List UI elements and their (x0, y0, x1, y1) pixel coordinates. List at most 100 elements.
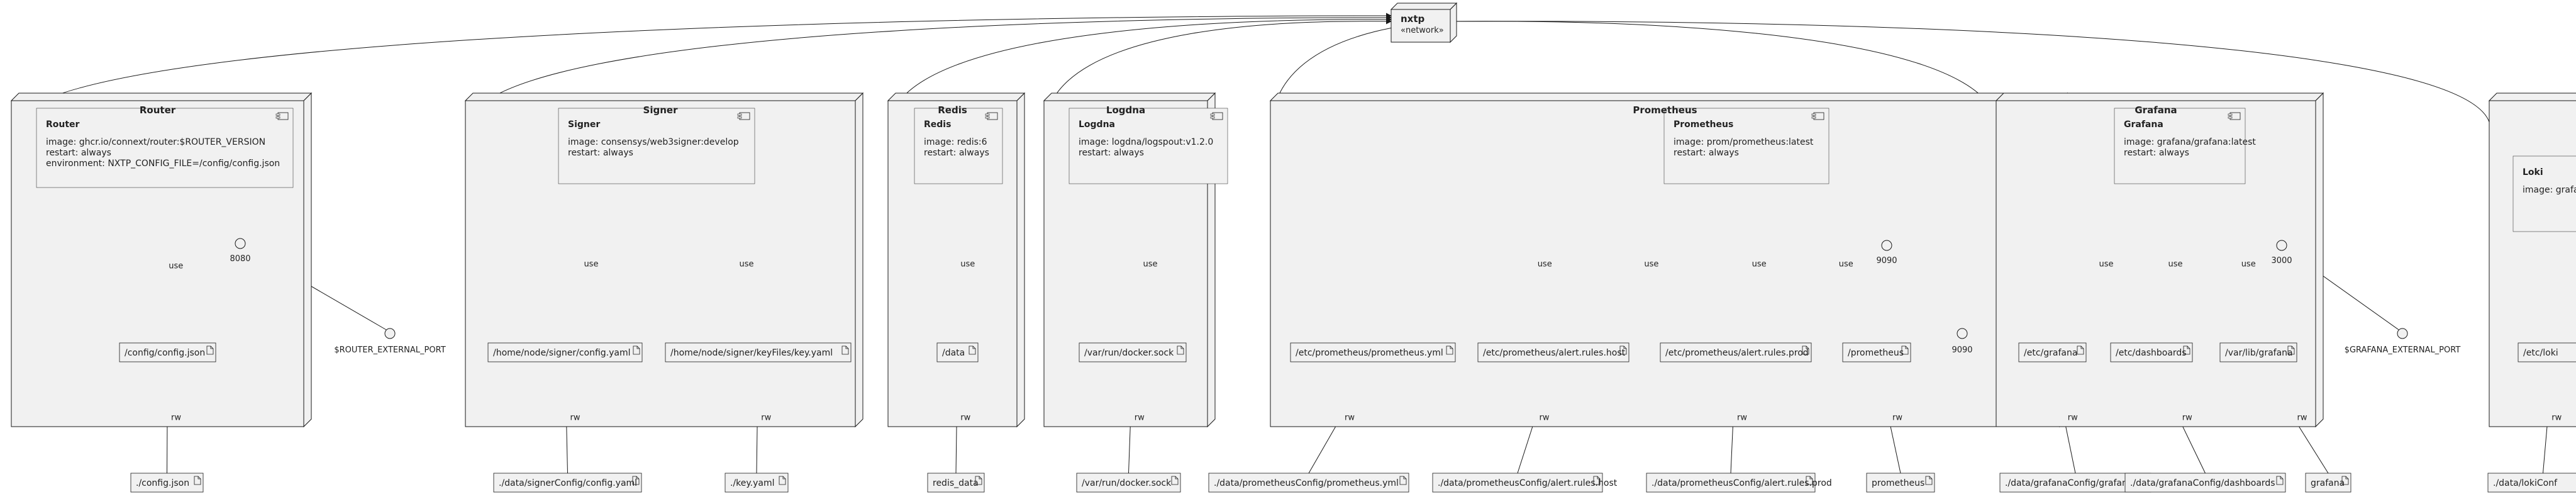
container-volume-box (2518, 342, 2576, 362)
container-volume: /var/run/docker.sock (1079, 342, 1187, 362)
container-volume-label: /prometheus (1848, 348, 1904, 358)
rw-label: rw (2551, 413, 2562, 423)
node-redis-side (1016, 92, 1025, 428)
host-volume-box (1646, 473, 1816, 493)
component-icon-pin (275, 113, 280, 116)
external-port-label: $GRAFANA_EXTERNAL_PORT (2345, 345, 2461, 355)
use-label: use (740, 260, 754, 269)
artifact-icon (1177, 345, 1184, 355)
component-line: restart: always (46, 148, 111, 158)
component-line: restart: always (1674, 148, 1739, 158)
use-label: use (1752, 260, 1767, 269)
container-volume-box (1290, 342, 1456, 362)
artifact-icon (2276, 476, 2284, 485)
component-box (914, 108, 1003, 184)
artifact-icon (1901, 345, 1909, 355)
rw-label: rw (2182, 413, 2192, 423)
container-volume-box (1660, 342, 1812, 362)
external-port-interface (384, 328, 396, 339)
component-icon-pin (275, 116, 280, 119)
host-volume: redis_data (927, 473, 985, 493)
rw-label: rw (2297, 413, 2307, 423)
host-volume-box (1208, 473, 1409, 493)
component-icon-pin (2228, 113, 2233, 116)
component-icon (277, 112, 289, 120)
network-stereotype: «network» (1401, 26, 1444, 35)
network-link (1450, 18, 2491, 130)
container-volume: /prometheus (1842, 342, 1911, 362)
container-volume-label: /var/run/docker.sock (1084, 348, 1174, 358)
node-lo (2488, 93, 2576, 427)
port-interface (2276, 240, 2287, 251)
component-icon-pin (1811, 113, 1816, 116)
node-router-top (10, 93, 313, 101)
container-volume-box (1842, 342, 1911, 362)
component-icon (2229, 112, 2241, 120)
use-label: use (2099, 260, 2114, 269)
component-name: Router (46, 120, 80, 130)
host-volume: ./data/prometheusConfig/alert.rules.prod (1646, 473, 1832, 493)
container-volume-label: /etc/loki (2523, 348, 2558, 358)
component-box (1663, 108, 1829, 184)
component-line: image: prom/prometheus:latest (1674, 137, 1814, 147)
artifact-icon (2077, 345, 2084, 355)
component-line: restart: always (924, 148, 989, 158)
component-icon-pin (985, 113, 990, 116)
component-line: image: logdna/logspout:v1.2.0 (1079, 137, 1213, 147)
container-volume-label: /etc/prometheus/alert.rules.prod (1665, 348, 1809, 358)
container-volume-label: /etc/prometheus/alert.rules.host (1483, 348, 1626, 358)
rw-label: rw (761, 413, 771, 423)
node-title: Logdna (1106, 104, 1145, 116)
container-volume-label: /etc/grafana (2024, 348, 2077, 358)
component-line: restart: always (1079, 148, 1144, 158)
artifact-icon (1446, 345, 1453, 355)
port-label: 3000 (2271, 256, 2292, 266)
node-title: Signer (643, 104, 679, 116)
container-volume-label: /home/node/signer/config.yaml (493, 348, 631, 358)
component-box (2114, 108, 2246, 184)
node-router-side (303, 92, 312, 428)
container-volume-label: /data (942, 348, 965, 358)
container-volume: /var/lib/grafana (2219, 342, 2297, 362)
component-box (558, 108, 755, 184)
component-icon (1212, 112, 1223, 120)
node-redis-top (887, 93, 1026, 101)
rw-label: rw (1135, 413, 1145, 423)
host-volume-label: redis_data (933, 478, 979, 488)
container-volume-label: /home/node/signer/keyFiles/key.yaml (670, 348, 833, 358)
port-interface (1881, 240, 1892, 251)
artifact-icon (1593, 476, 1601, 485)
host-volume: ./data/lokiConf (2487, 473, 2576, 493)
artifact-icon (969, 345, 976, 355)
host-volume-label: ./data/prometheusConfig/prometheus.yml (1214, 478, 1399, 488)
component-box (2512, 155, 2576, 232)
component-name: Grafana (2124, 120, 2163, 130)
container-volume: /etc/loki (2518, 342, 2576, 362)
host-volume-label: ./data/lokiConf (2493, 478, 2558, 488)
node-title: Prometheus (1633, 104, 1697, 116)
component-icon-pin (737, 116, 742, 119)
container-volume: /home/node/signer/config.yaml (487, 342, 643, 362)
host-volume: prometheus (1866, 473, 1935, 493)
node-lo-face (2489, 100, 2576, 427)
component-icon-pin (1811, 116, 1816, 119)
container-volume-label: /var/lib/grafana (2225, 348, 2293, 358)
rw-label: rw (570, 413, 580, 423)
network-link (466, 14, 1392, 130)
node-title: Grafana (2135, 104, 2177, 116)
container-volume: /home/node/signer/keyFiles/key.yaml (665, 342, 852, 362)
external-port-label: $ROUTER_EXTERNAL_PORT (334, 345, 445, 355)
network-link (12, 13, 1392, 130)
port-label: 8080 (230, 254, 250, 264)
artifact-icon (632, 476, 640, 485)
component-icon (1813, 112, 1824, 120)
network-node-face (1391, 9, 1451, 43)
external-port-interface (1957, 328, 1968, 339)
host-volume-box (2124, 473, 2286, 493)
component-name: Redis (924, 120, 951, 130)
host-volume-label: ./config.json (136, 478, 189, 488)
host-volume-label: ./data/prometheusConfig/alert.rules.prod (1652, 478, 1832, 488)
